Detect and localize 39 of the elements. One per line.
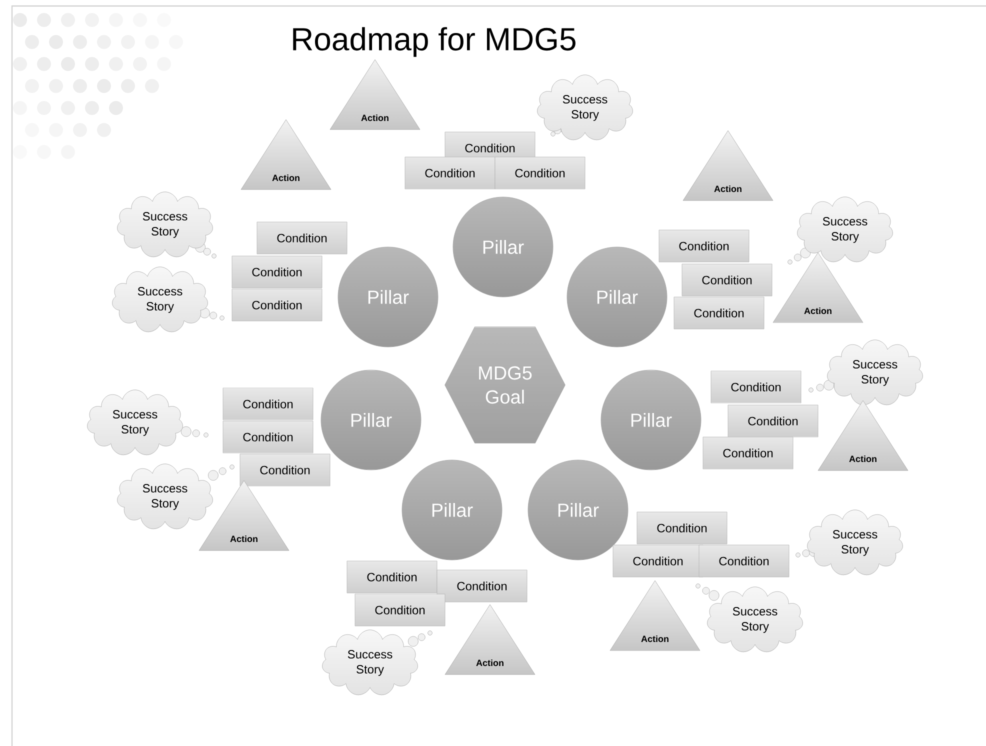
condition-box: Condition <box>240 454 330 486</box>
success-story-cloud: Success Story <box>117 464 234 530</box>
condition-box: Condition <box>354 594 446 626</box>
condition-box: Condition <box>612 544 704 578</box>
success-story-cloud: Success Story <box>112 266 224 332</box>
success-story-cloud: Success Story <box>87 390 208 456</box>
success-story-cloud: Success Story <box>322 630 432 696</box>
success-story-cloud: Success Story <box>537 74 633 140</box>
success-story-cloud: Success Story <box>696 584 803 652</box>
condition-box: Condition <box>494 156 586 190</box>
action-triangle: Action <box>772 252 864 323</box>
action-triangle: Action <box>240 119 332 190</box>
condition-box: Condition <box>222 420 314 454</box>
condition-box: Condition <box>658 230 750 262</box>
action-triangle: Action <box>444 604 536 675</box>
condition-box: Condition <box>346 560 438 594</box>
success-story-cloud: Success Story <box>788 196 893 264</box>
condition-box: Condition <box>728 404 818 438</box>
title: Roadmap for MDG5 <box>293 27 576 57</box>
action-triangle: Action <box>610 580 700 651</box>
action-triangle: Action <box>682 130 774 201</box>
condition-box: Condition <box>702 436 794 470</box>
action-triangle: Action <box>330 59 420 130</box>
condition-box: Condition <box>674 296 764 330</box>
success-story-cloud: Success Story <box>808 340 923 406</box>
success-story-cloud: Success Story <box>796 510 903 576</box>
condition-box: Condition <box>698 544 790 578</box>
goal-hexagon: MDG5 Goal <box>444 326 566 444</box>
condition-box: Condition <box>710 370 802 404</box>
condition-box: Condition <box>404 156 496 190</box>
condition-box: Condition <box>222 388 314 420</box>
condition-box: Condition <box>256 222 348 254</box>
condition-box: Condition <box>682 264 772 296</box>
action-triangle: Action <box>818 400 908 471</box>
condition-box: Condition <box>232 288 322 322</box>
condition-box: Condition <box>436 570 528 602</box>
condition-box: Condition <box>636 512 728 544</box>
success-story-cloud: Success Story <box>117 192 216 258</box>
condition-box: Condition <box>232 256 322 288</box>
